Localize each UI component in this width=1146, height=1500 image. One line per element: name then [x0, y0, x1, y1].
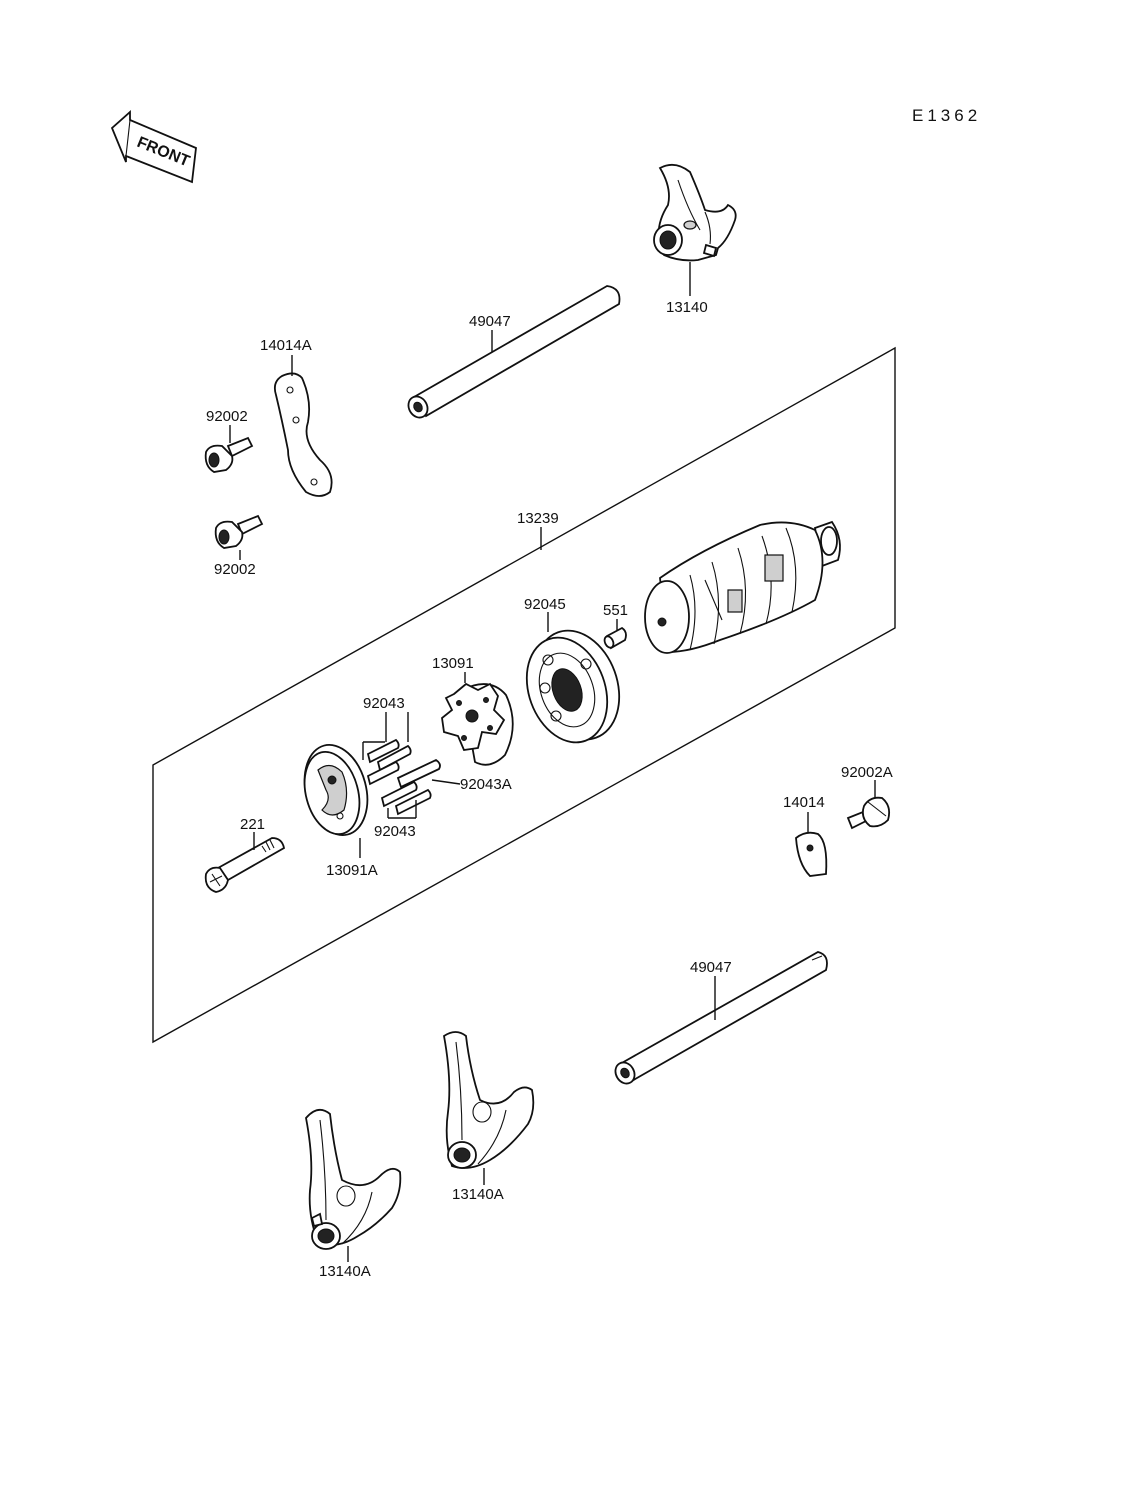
bolt-92002-lower[interactable]	[214, 514, 264, 549]
label-13140: 13140	[666, 299, 708, 316]
label-49047-top: 49047	[469, 313, 511, 330]
bolt-92002a[interactable]	[846, 796, 891, 830]
pins-92043a[interactable]	[396, 758, 441, 789]
label-92043-upper: 92043	[363, 695, 405, 712]
plate-14014a[interactable]	[273, 372, 333, 497]
label-13140a-right: 13140A	[452, 1186, 504, 1203]
label-92002-upper: 92002	[206, 408, 248, 425]
label-92043-lower: 92043	[374, 823, 416, 840]
shift-rod-top[interactable]	[405, 285, 621, 421]
shift-fork-13140a-left[interactable]	[305, 1108, 402, 1250]
label-13140a-left: 13140A	[319, 1263, 371, 1280]
shift-drum[interactable]	[644, 520, 841, 654]
label-92002-lower: 92002	[214, 561, 256, 578]
label-13091a: 13091A	[326, 862, 378, 879]
label-92002a: 92002A	[841, 764, 893, 781]
diagram-code: E1362	[912, 106, 981, 125]
label-14014a: 14014A	[260, 337, 312, 354]
drum-assembly-box	[152, 346, 896, 1044]
front-arrow-icon: FRONT	[110, 109, 197, 184]
pins-92043-upper[interactable]	[362, 738, 412, 786]
holder-13091[interactable]	[441, 682, 514, 766]
bearing-92045[interactable]	[513, 619, 634, 754]
pin-551[interactable]	[603, 626, 627, 650]
shift-fork-13140a-right[interactable]	[443, 1031, 535, 1169]
shift-rod-bottom[interactable]	[612, 951, 828, 1087]
label-221: 221	[240, 816, 265, 833]
label-92045: 92045	[524, 596, 566, 613]
pins-92043-lower[interactable]	[380, 780, 432, 816]
shift-fork-top[interactable]	[653, 163, 737, 296]
stopper-14014[interactable]	[795, 831, 828, 877]
label-13091: 13091	[432, 655, 474, 672]
screw-221[interactable]	[204, 837, 286, 893]
label-14014: 14014	[783, 794, 825, 811]
label-92043a: 92043A	[460, 776, 512, 793]
label-13239: 13239	[517, 510, 559, 527]
plate-13091a[interactable]	[295, 738, 377, 842]
label-49047-bottom: 49047	[690, 959, 732, 976]
bolt-92002-upper[interactable]	[204, 436, 254, 473]
label-551: 551	[603, 602, 628, 619]
